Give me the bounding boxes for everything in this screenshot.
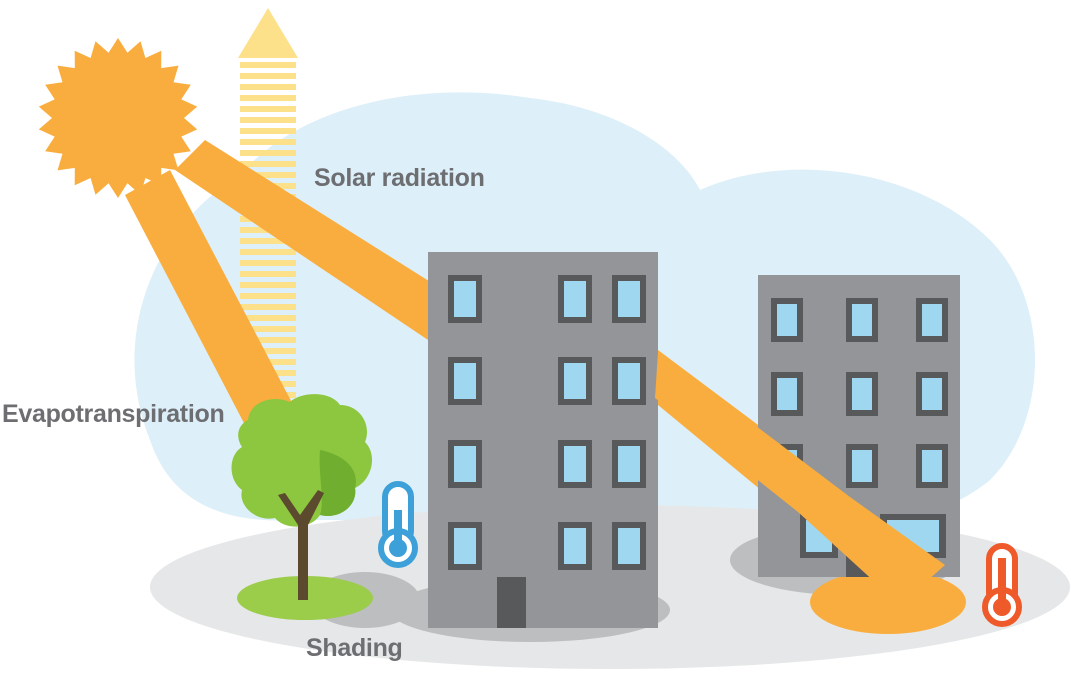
heat-stripe	[240, 271, 296, 277]
window-glass	[454, 446, 476, 482]
window-glass	[852, 304, 872, 336]
radiation-beam-evapotranspiration	[125, 170, 300, 425]
window-glass	[618, 363, 640, 399]
heat-stripe	[240, 315, 296, 321]
window-glass	[564, 281, 586, 317]
heat-stripe	[240, 348, 296, 354]
window-glass	[564, 528, 586, 564]
tree-icon	[231, 394, 373, 600]
heat-stripe	[240, 326, 296, 332]
window-glass	[618, 528, 640, 564]
heat-stripe	[240, 84, 296, 90]
window-glass	[922, 304, 942, 336]
sun-icon	[38, 38, 198, 198]
heat-stripe	[240, 282, 296, 288]
window-glass	[454, 281, 476, 317]
heat-stripe	[240, 117, 296, 123]
thermometer-cool-icon	[378, 481, 418, 568]
heat-stripe	[240, 238, 296, 244]
heat-stripe	[240, 249, 296, 255]
heat-stripe	[240, 95, 296, 101]
window-glass	[852, 450, 872, 482]
heat-stripe	[240, 172, 296, 178]
building-left	[428, 252, 658, 628]
radiation-beam-ground-spot	[810, 570, 966, 634]
window-glass	[618, 446, 640, 482]
window-glass	[564, 363, 586, 399]
window-glass	[777, 304, 797, 336]
window-glass	[922, 378, 942, 410]
heat-stripe	[240, 139, 296, 145]
window-glass	[777, 378, 797, 410]
window-glass	[922, 450, 942, 482]
window-glass	[618, 281, 640, 317]
heat-stripe	[240, 260, 296, 266]
heat-stripe	[240, 293, 296, 299]
heat-stripe	[240, 337, 296, 343]
heat-stripe	[240, 73, 296, 79]
heat-stripe	[240, 150, 296, 156]
evapotranspiration-label: Evapotranspiration	[2, 400, 225, 428]
radiation-beam-buildings	[175, 140, 440, 348]
heat-stripe	[240, 161, 296, 167]
heat-stripe	[240, 62, 296, 68]
shading-label: Shading	[306, 634, 403, 662]
window-glass	[564, 446, 586, 482]
heat-stripe	[240, 304, 296, 310]
thermometer-hot-icon	[982, 543, 1022, 627]
heat-stripe	[240, 128, 296, 134]
heat-stripe	[240, 106, 296, 112]
solar-radiation-label: Solar radiation	[314, 164, 485, 192]
window-glass	[852, 378, 872, 410]
window-glass	[454, 528, 476, 564]
building-left-door	[497, 577, 526, 628]
window-glass	[454, 363, 476, 399]
